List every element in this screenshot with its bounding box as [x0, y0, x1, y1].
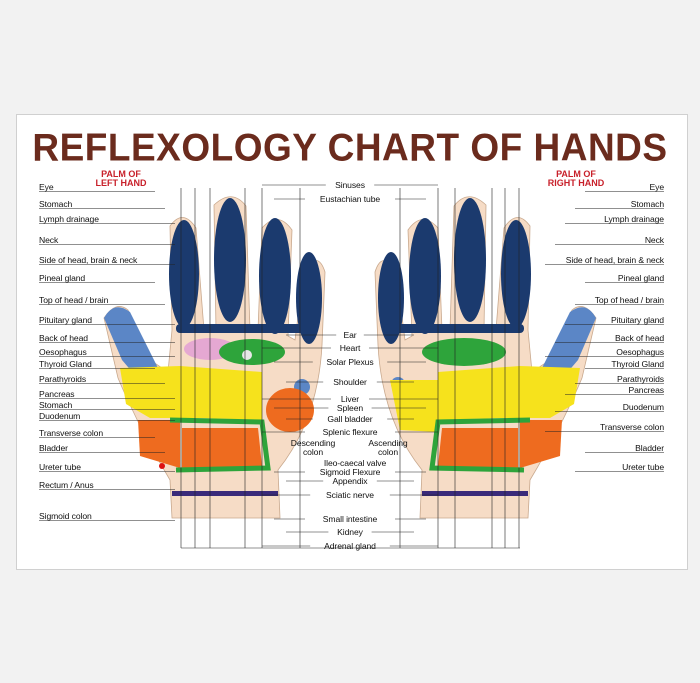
left-label: Transverse colon	[39, 428, 103, 438]
left-red-dot	[159, 463, 165, 469]
right-label: Stomach	[630, 199, 664, 209]
ascending-colon-label: Ascending colon	[356, 439, 420, 457]
right-label: Ureter tube	[622, 462, 664, 472]
right-sciatic-band	[422, 491, 528, 496]
left-label: Side of head, brain & neck	[39, 255, 138, 265]
center-label: Sciatic nerve	[326, 490, 374, 500]
right-finger-middle	[409, 218, 441, 334]
right-hand-caption: PALM OF RIGHT HAND	[540, 170, 612, 188]
right-hand	[374, 196, 597, 519]
left-label: Eye	[39, 182, 54, 192]
right-label: Parathyroids	[616, 374, 664, 384]
leader-lines	[39, 184, 664, 549]
left-label: Back of head	[39, 333, 88, 343]
right-label: Eye	[649, 182, 664, 192]
center-label: Ear	[343, 330, 357, 340]
left-label: Oesophagus	[39, 347, 87, 357]
right-yellow-zone	[438, 366, 580, 420]
right-label: Oesophagus	[616, 347, 664, 357]
right-finger-base-bar	[384, 324, 524, 333]
left-label: Bladder	[39, 443, 68, 453]
left-orange-colon	[138, 420, 180, 468]
right-green-lung	[422, 338, 506, 366]
center-label: Splenic flexure	[322, 427, 378, 437]
left-label: Stomach	[39, 199, 73, 209]
right-label: Transverse colon	[600, 422, 664, 432]
ileo-caecal-label: Ileo-caecal valve	[323, 458, 387, 468]
left-finger-base-bar	[176, 324, 316, 333]
right-green-colon-loop	[429, 417, 531, 473]
right-label: Lymph drainage	[604, 214, 664, 224]
ascending-line1: Ascending	[368, 438, 408, 448]
center-label: Gall bladder	[327, 414, 373, 424]
right-label: Side of head, brain & neck	[565, 255, 664, 265]
right-caption-line1: PALM OF	[556, 169, 596, 179]
left-hand	[103, 196, 326, 519]
left-label: Neck	[39, 235, 59, 245]
ascending-line2: colon	[377, 447, 399, 457]
left-label: Sigmoid colon	[39, 511, 92, 521]
right-label: Thyroid Gland	[611, 359, 664, 369]
left-caption-line1: PALM OF	[101, 169, 141, 179]
left-label: Pituitary gland	[39, 315, 92, 325]
center-label: Solar Plexus	[326, 357, 374, 367]
left-hand-caption: PALM OF LEFT HAND	[86, 170, 156, 188]
center-label: Heart	[339, 343, 361, 353]
chart-title: REFLEXOLOGY CHART OF HANDS	[32, 125, 668, 169]
right-finger-ring	[454, 198, 486, 322]
right-orange-colon	[520, 420, 562, 468]
left-finger-middle	[259, 218, 291, 334]
left-green-lung	[219, 339, 285, 365]
left-label: Rectum / Anus	[39, 480, 94, 490]
right-finger-pinky	[501, 220, 531, 328]
left-finger-pinky	[169, 220, 199, 328]
center-label: Liver	[340, 394, 360, 404]
descending-line2: colon	[302, 447, 324, 457]
left-finger-ring	[214, 198, 246, 322]
left-sciatic-band	[172, 491, 278, 496]
center-label: Spleen	[336, 403, 364, 413]
right-label: Bladder	[635, 443, 664, 453]
descending-line1: Descending	[290, 438, 336, 448]
right-label: Pancreas	[628, 385, 664, 395]
left-label: Top of head / brain	[39, 295, 109, 305]
right-label: Top of head / brain	[594, 295, 664, 305]
center-label: Sigmoid Flexure	[319, 467, 381, 477]
right-label: Pituitary gland	[611, 315, 664, 325]
left-label: Thyroid Gland	[39, 359, 92, 369]
center-label: Adrenal gland	[324, 541, 376, 551]
left-orange-kidney	[182, 428, 262, 468]
left-label: Pancreas	[39, 389, 75, 399]
center-label: Small intestine	[322, 514, 378, 524]
center-label: Appendix	[332, 476, 368, 486]
right-label: Duodenum	[622, 402, 664, 412]
left-label: Pineal gland	[39, 273, 86, 283]
left-yellow-zone	[120, 366, 262, 420]
right-label: Back of head	[615, 333, 664, 343]
right-caption-line2: RIGHT HAND	[547, 178, 605, 188]
right-label: Neck	[644, 235, 664, 245]
left-label: Duodenum	[39, 411, 81, 421]
right-label: Pineal gland	[617, 273, 664, 283]
left-label: Parathyroids	[39, 374, 87, 384]
left-caption-line2: LEFT HAND	[95, 178, 147, 188]
left-label: Lymph drainage	[39, 214, 99, 224]
right-orange-kidney	[438, 428, 518, 468]
left-green-colon-loop	[169, 417, 271, 473]
left-label: Ureter tube	[39, 462, 81, 472]
center-label: Sinuses	[335, 180, 365, 190]
left-white-dot	[242, 350, 252, 360]
center-label: Eustachian tube	[319, 194, 381, 204]
center-label: Kidney	[337, 527, 363, 537]
left-finger-index	[296, 252, 322, 344]
right-finger-index	[378, 252, 404, 344]
descending-colon-label: Descending colon	[281, 439, 345, 457]
left-label: Stomach	[39, 400, 73, 410]
center-label: Shoulder	[333, 377, 367, 387]
